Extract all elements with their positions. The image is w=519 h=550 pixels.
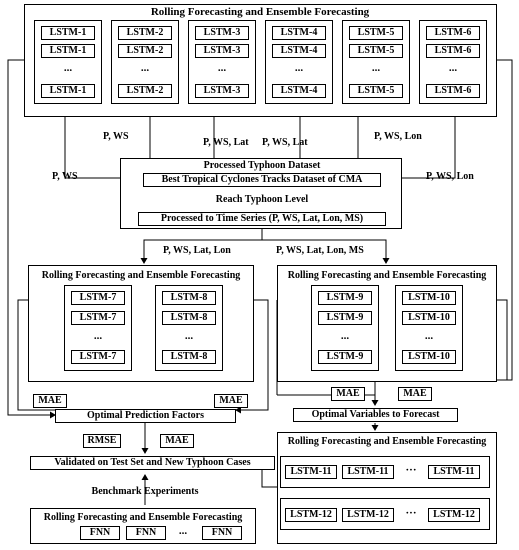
ellipsis: ... [294,62,304,74]
lstm-7-model: LSTM-7 [71,291,125,305]
lstm-1-model: LSTM-1 [41,26,95,40]
lstm-3-model: LSTM-3 [195,44,249,58]
input-label-p-ws-left: P, WS [52,171,78,182]
dataset-source: Best Tropical Cyclones Tracks Dataset of… [161,174,363,185]
input-label-p-ws-lat-lon: P, WS, Lat, Lon [163,245,231,256]
lstm-2-model: LSTM-2 [118,26,172,40]
ellipsis: ... [63,62,73,74]
lstm-6-model: LSTM-6 [426,44,480,58]
mae-right-2: MAE [398,387,432,401]
bottom-left-group-title: Rolling Forecasting and Ensemble Forecas… [43,512,243,523]
lstm-5-model: LSTM-5 [349,44,403,58]
lstm-7-model: LSTM-7 [71,311,125,325]
dataset-source-box [143,173,381,187]
ellipsis: ... [140,62,150,74]
ellipsis: ... [448,62,458,74]
ellipsis: ... [340,330,350,342]
ellipsis: ... [184,330,194,342]
lstm-8-model: LSTM-8 [162,350,216,364]
ellipsis: ... [217,62,227,74]
benchmark-label: Benchmark Experiments [91,486,199,497]
lstm-12-model: LSTM-12 [428,508,480,522]
lstm-8-model: LSTM-8 [162,291,216,305]
lstm-6-model: LSTM-6 [426,84,480,98]
lstm-1-model: LSTM-1 [41,84,95,98]
lstm-5-model: LSTM-5 [349,84,403,98]
top-group-title: Rolling Forecasting and Ensemble Forecas… [150,6,370,18]
dataset-processed-box [138,212,386,226]
lstm-9-model: LSTM-9 [318,291,372,305]
lstm-12-model: LSTM-12 [342,508,394,522]
dataset-title: Processed Typhoon Dataset [203,160,321,171]
lstm-11-model: LSTM-11 [285,465,337,479]
lstm-4-model: LSTM-4 [272,84,326,98]
ellipsis: ... [93,330,103,342]
lstm-4-model: LSTM-4 [272,26,326,40]
bottom-right-group-title: Rolling Forecasting and Ensemble Forecas… [287,436,487,447]
lstm-5-model: LSTM-5 [349,26,403,40]
mid-left-group-title: Rolling Forecasting and Ensemble Forecas… [41,270,241,281]
validated-box: Validated on Test Set and New Typhoon Ca… [30,456,275,470]
ellipsis: ... [424,330,434,342]
lstm-9-model: LSTM-9 [318,311,372,325]
lstm-6-model: LSTM-6 [426,26,480,40]
lstm-2-model: LSTM-2 [118,84,172,98]
lstm-4-model: LSTM-4 [272,44,326,58]
optimal-variables-to-forecast: Optimal Variables to Forecast [293,408,458,422]
lstm-12-model: LSTM-12 [285,508,337,522]
top-forecast-group [24,4,497,117]
lstm-3-model: LSTM-3 [195,84,249,98]
rmse-box: RMSE [83,434,121,448]
mae-left-2: MAE [214,394,248,408]
ellipsis: ··· [405,464,417,476]
ellipsis: ··· [405,507,417,519]
lstm-2-model: LSTM-2 [118,44,172,58]
input-label-p-ws-lat-lon-ms: P, WS, Lat, Lon, MS [276,245,364,256]
input-label-p-ws-mid: P, WS [103,131,129,142]
input-label-p-ws-lat-1: P, WS, Lat [203,137,249,148]
fnn-model: FNN [80,526,120,540]
lstm-10-model: LSTM-10 [402,311,456,325]
dataset-processed: Processed to Time Series (P, WS, Lat, Lo… [160,213,364,224]
lstm-11-model: LSTM-11 [428,465,480,479]
lstm-10-model: LSTM-10 [402,350,456,364]
mid-right-group-title: Rolling Forecasting and Ensemble Forecas… [287,270,487,281]
lstm-8-model: LSTM-8 [162,311,216,325]
fnn-model: FNN [126,526,166,540]
fnn-model: FNN [202,526,242,540]
ellipsis: ... [178,525,188,537]
lstm-11-model: LSTM-11 [342,465,394,479]
dataset-step: Reach Typhoon Level [215,194,309,205]
mae-left-1: MAE [33,394,67,408]
lstm-1-model: LSTM-1 [41,44,95,58]
mae-bottom: MAE [160,434,194,448]
mae-right-1: MAE [331,387,365,401]
lstm-3-model: LSTM-3 [195,26,249,40]
mid-right-forecast-group [277,265,497,382]
optimal-prediction-factors: Optimal Prediction Factors [55,409,236,423]
lstm-10-model: LSTM-10 [402,291,456,305]
lstm-9-model: LSTM-9 [318,350,372,364]
input-label-p-ws-lon-right: P, WS, Lon [426,171,474,182]
lstm-7-model: LSTM-7 [71,350,125,364]
input-label-p-ws-lat-2: P, WS, Lat [262,137,308,148]
input-label-p-ws-lon-mid: P, WS, Lon [374,131,422,142]
ellipsis: ... [371,62,381,74]
